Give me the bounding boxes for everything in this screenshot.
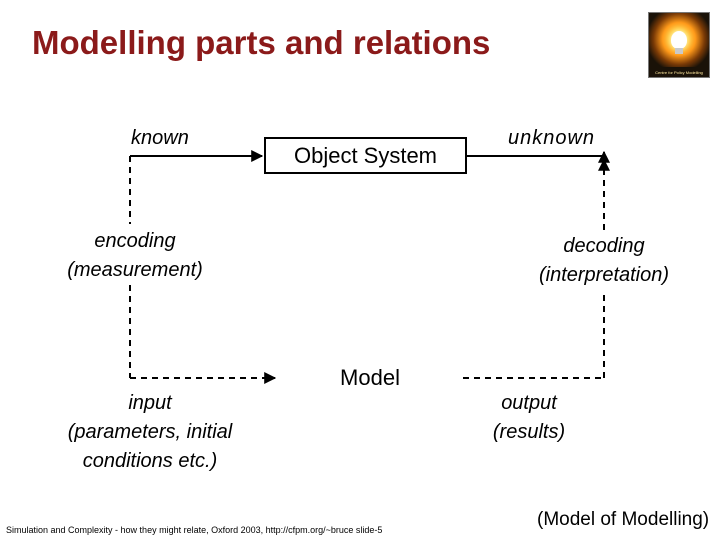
label-encoding: encoding (measurement) xyxy=(52,227,218,285)
logo-bulb xyxy=(671,31,687,49)
slide-title: Modelling parts and relations xyxy=(32,24,491,61)
label-decoding-line-2: (interpretation) xyxy=(538,264,670,286)
label-unknown: unknown xyxy=(508,127,596,149)
logo-caption: Centre for Policy Modelling xyxy=(655,70,703,75)
label-input-line-3: conditions etc.) xyxy=(82,450,218,472)
label-output-line-1: output xyxy=(501,392,557,414)
label-output: output (results) xyxy=(478,389,580,447)
label-known: known xyxy=(131,127,189,149)
lightbulb-icon: Centre for Policy Modelling xyxy=(648,12,710,78)
label-input: input (parameters, initial conditions et… xyxy=(46,389,254,476)
label-decoding: decoding (interpretation) xyxy=(522,232,686,290)
label-input-line-1: input xyxy=(128,392,172,414)
label-decoding-line-1: decoding xyxy=(563,235,645,257)
object-system-box: Object System xyxy=(264,137,467,174)
object-system-label: Object System xyxy=(293,142,438,168)
label-input-line-2: (parameters, initial xyxy=(67,421,233,443)
slide-note: (Model of Modelling) xyxy=(537,509,710,530)
label-output-line-2: (results) xyxy=(492,421,566,443)
model-box: Model xyxy=(277,359,463,397)
model-label: Model xyxy=(340,365,400,390)
label-encoding-line-2: (measurement) xyxy=(67,259,203,281)
logo-bulb-base xyxy=(675,48,683,54)
slide-footer: Simulation and Complexity - how they mig… xyxy=(6,525,383,535)
label-encoding-line-1: encoding xyxy=(94,230,176,252)
